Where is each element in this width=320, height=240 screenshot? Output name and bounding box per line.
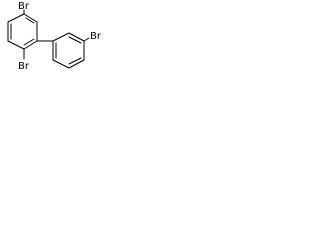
ring-b-double-2 (68, 57, 82, 65)
ring-a-double-1 (25, 17, 35, 24)
ring-a-bond-4 (7, 40, 25, 50)
ring-a-double-2 (23, 38, 35, 46)
atom-label-br-top: Br (18, 1, 30, 12)
ring-a (7, 13, 38, 50)
ring-b-bond-4 (68, 59, 85, 69)
ring-a-bond-3 (23, 40, 38, 50)
ring-a-bond-6 (7, 13, 25, 23)
molecule-structure: Br Br Br (7, 1, 102, 72)
ring-b-double-1 (68, 36, 82, 44)
ring-b-bond-1 (52, 32, 70, 42)
ring-b-bond-2 (68, 32, 85, 42)
ring-b (52, 32, 85, 69)
ring-b-bond-5 (52, 59, 70, 69)
atom-label-br-right: Br (90, 31, 102, 42)
atom-label-br-ortho: Br (18, 61, 30, 72)
ring-a-bond-1 (23, 13, 38, 23)
br-right-bond (83, 37, 90, 42)
